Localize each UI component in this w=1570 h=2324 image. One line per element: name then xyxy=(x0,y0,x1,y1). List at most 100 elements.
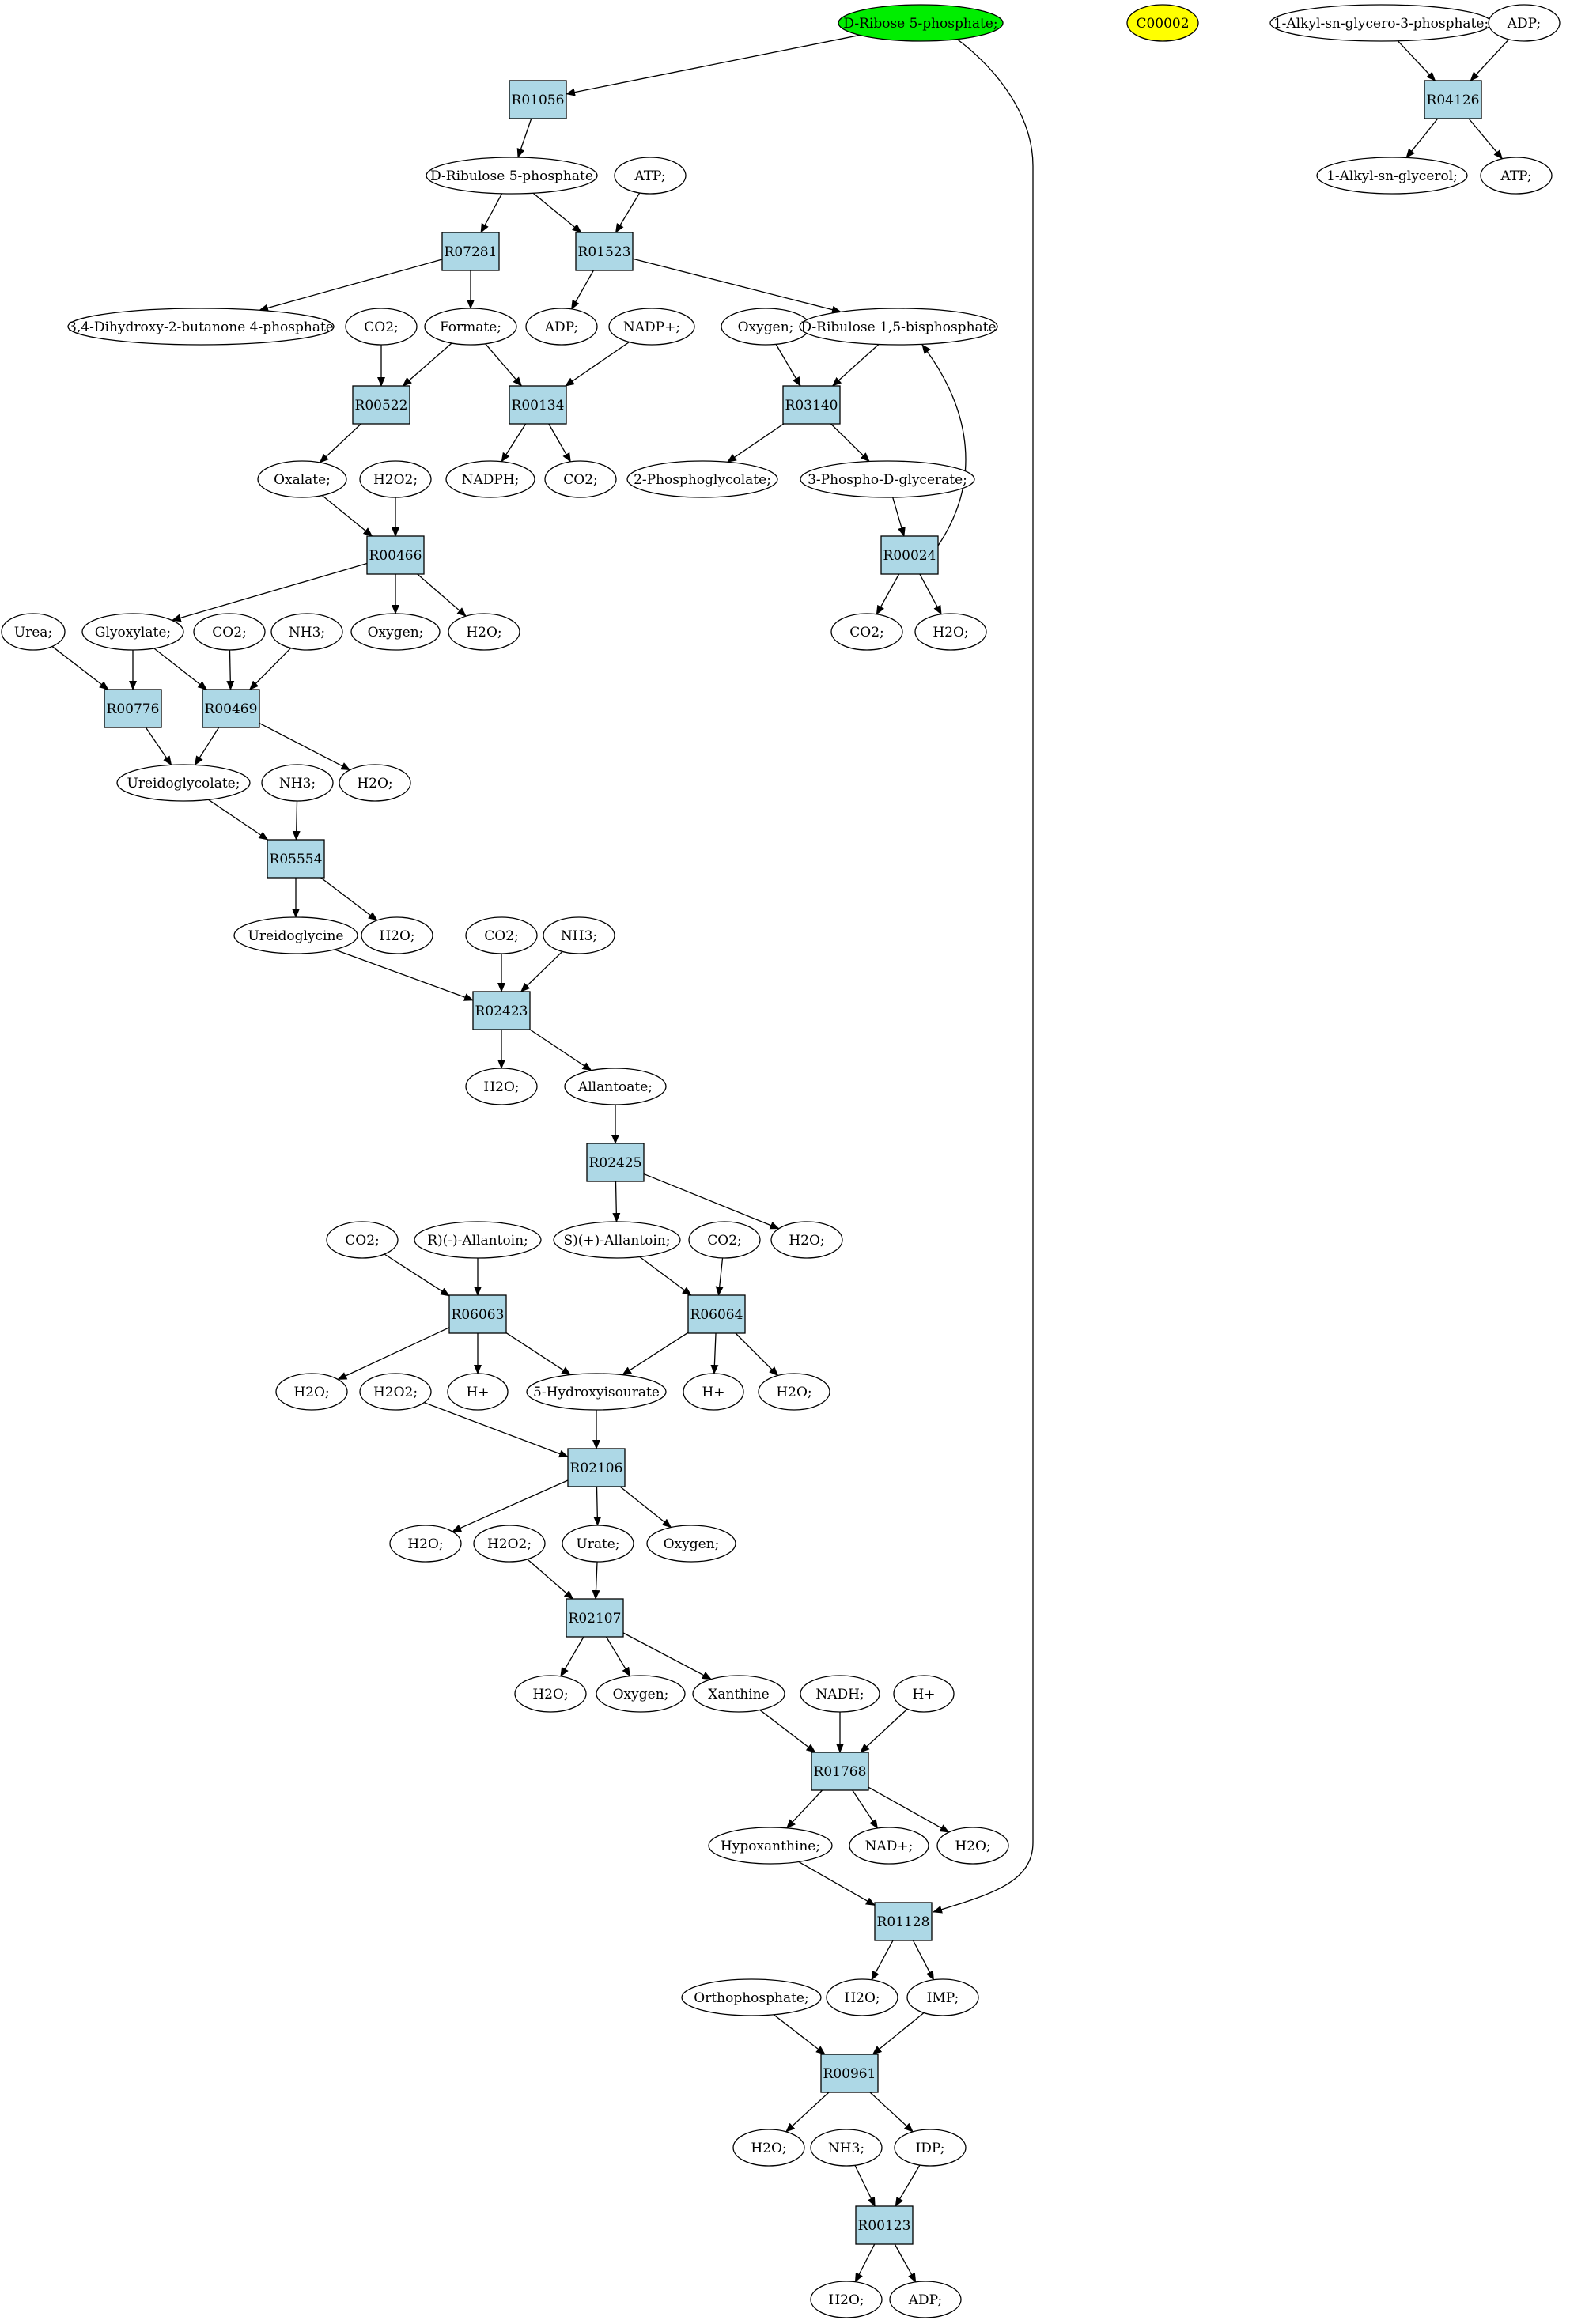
edge-R01768-to-nad xyxy=(852,1789,879,1829)
compound-node-oxygen3[interactable]: Oxygen; xyxy=(646,1525,736,1563)
compound-node-h2o2-a[interactable]: H2O2; xyxy=(359,460,432,498)
compound-label: NH3; xyxy=(289,625,325,641)
reaction-node-r05554[interactable]: R05554 xyxy=(267,839,325,879)
compound-node-oxygen1[interactable]: Oxygen; xyxy=(721,308,811,346)
compound-node-hplus-a[interactable]: H+ xyxy=(447,1373,509,1411)
reaction-node-r00522[interactable]: R00522 xyxy=(352,385,410,425)
compound-node-co2-e[interactable]: CO2; xyxy=(465,916,538,954)
reaction-node-r01768[interactable]: R01768 xyxy=(811,1752,869,1791)
reaction-node-r01128[interactable]: R01128 xyxy=(874,1902,933,1941)
compound-node-urate[interactable]: Urate; xyxy=(562,1525,634,1563)
compound-node-ureidoglycine[interactable]: Ureidoglycine xyxy=(233,916,358,954)
reaction-box xyxy=(687,1294,746,1334)
compound-node-hplus-c[interactable]: H+ xyxy=(893,1675,955,1713)
compound-node-adp1[interactable]: ADP; xyxy=(525,308,598,346)
compound-node-co2-g[interactable]: CO2; xyxy=(688,1221,761,1259)
reaction-node-r07281[interactable]: R07281 xyxy=(441,232,500,271)
compound-node-formate[interactable]: Formate; xyxy=(424,308,517,346)
reaction-node-r02107[interactable]: R02107 xyxy=(566,1598,624,1638)
reaction-node-r06064[interactable]: R06064 xyxy=(687,1294,746,1334)
reaction-node-r06063[interactable]: R06063 xyxy=(448,1294,507,1334)
reaction-node-r00776[interactable]: R00776 xyxy=(104,689,162,728)
compound-node-h2o-b[interactable]: H2O; xyxy=(914,613,987,651)
reaction-node-r04126[interactable]: R04126 xyxy=(1424,80,1482,119)
compound-node-h2o-k[interactable]: H2O; xyxy=(936,1827,1009,1865)
compound-node-oxalate[interactable]: Oxalate; xyxy=(257,460,347,498)
compound-node-ribulose15bp[interactable]: D-Ribulose 1,5-bisphosphate xyxy=(799,308,998,346)
reaction-node-r01056[interactable]: R01056 xyxy=(509,80,567,119)
compound-node-h2o-g[interactable]: H2O; xyxy=(275,1373,348,1411)
compound-node-h2o-e[interactable]: H2O; xyxy=(465,1068,538,1105)
compound-node-ureidoglycolate[interactable]: Ureidoglycolate; xyxy=(116,764,251,802)
compound-node-glyoxylate[interactable]: Glyoxylate; xyxy=(81,613,184,651)
compound-node-hypoxanthine[interactable]: Hypoxanthine; xyxy=(708,1827,833,1865)
edge-R00134-to-nadph xyxy=(501,423,527,463)
compound-node-h2o-m[interactable]: H2O; xyxy=(732,2129,805,2167)
compound-node-hplus-b[interactable]: H+ xyxy=(683,1373,744,1411)
compound-node-dihydroxybutanone[interactable]: 3,4-Dihydroxy-2-butanone 4-phosphate xyxy=(67,308,335,346)
compound-node-nadp[interactable]: NADP+; xyxy=(608,308,695,346)
compound-node-nh3-a[interactable]: NH3; xyxy=(270,613,343,651)
compound-node-urea[interactable]: Urea; xyxy=(1,613,66,651)
compound-node-xanthine[interactable]: Xanthine xyxy=(692,1675,785,1713)
compound-node-h2o-i[interactable]: H2O; xyxy=(389,1525,462,1563)
reaction-node-r02425[interactable]: R02425 xyxy=(586,1143,645,1182)
compound-node-phosphoglycolate[interactable]: 2-Phosphoglycolate; xyxy=(626,460,778,498)
compound-node-atp-top[interactable]: ATP; xyxy=(1480,157,1553,195)
compound-node-h2o-f[interactable]: H2O; xyxy=(770,1221,843,1259)
reaction-node-r02423[interactable]: R02423 xyxy=(472,991,531,1030)
compound-node-orthophosphate[interactable]: Orthophosphate; xyxy=(681,1978,822,2016)
reaction-box xyxy=(509,385,567,425)
compound-node-hydroxyisourate[interactable]: 5-Hydroxyisourate xyxy=(526,1373,667,1411)
reaction-node-r00123[interactable]: R00123 xyxy=(855,2205,914,2245)
reaction-node-r03140[interactable]: R03140 xyxy=(782,385,841,425)
compound-node-ribulose5p[interactable]: D-Ribulose 5-phosphate xyxy=(426,157,598,195)
edge-R00466-to-h2o_a xyxy=(417,573,467,617)
compound-node-nh3-c[interactable]: NH3; xyxy=(543,916,615,954)
compound-node-nad[interactable]: NAD+; xyxy=(849,1827,929,1865)
compound-node-co2-f[interactable]: CO2; xyxy=(326,1221,399,1259)
compound-label: IMP; xyxy=(927,1990,959,2006)
compound-node-phosphoglycerate[interactable]: 3-Phospho-D-glycerate; xyxy=(800,460,975,498)
compound-ellipse xyxy=(426,157,598,195)
compound-node-h2o2-b[interactable]: H2O2; xyxy=(359,1373,432,1411)
compound-node-co2-c[interactable]: CO2; xyxy=(193,613,266,651)
compound-node-co2-a[interactable]: CO2; xyxy=(345,308,418,346)
reaction-node-r00469[interactable]: R00469 xyxy=(202,689,260,728)
compound-node-h2o-h[interactable]: H2O; xyxy=(758,1373,830,1411)
compound-node-nh3-d[interactable]: NH3; xyxy=(810,2129,883,2167)
compound-node-s-allantoin[interactable]: S)(+)-Allantoin; xyxy=(553,1221,681,1259)
compound-node-h2o-c[interactable]: H2O; xyxy=(339,764,411,802)
compound-node-nh3-b[interactable]: NH3; xyxy=(261,764,334,802)
compound-node-nadph[interactable]: NADPH; xyxy=(445,460,535,498)
compound-node-nadh[interactable]: NADH; xyxy=(800,1675,880,1713)
reaction-node-r01523[interactable]: R01523 xyxy=(575,232,634,271)
reaction-node-r00134[interactable]: R00134 xyxy=(509,385,567,425)
compound-node-oxygen2[interactable]: Oxygen; xyxy=(350,613,441,651)
compound-label: ADP; xyxy=(908,2292,942,2308)
compound-node-h2o-n[interactable]: H2O; xyxy=(810,2281,883,2318)
compound-node-oxygen4[interactable]: Oxygen; xyxy=(596,1675,686,1713)
compound-node-r-allantoin[interactable]: R)(-)-Allantoin; xyxy=(414,1221,542,1259)
compound-node-alkylglycerol[interactable]: 1-Alkyl-sn-glycerol; xyxy=(1316,157,1468,195)
compound-node-allantoate[interactable]: Allantoate; xyxy=(564,1068,667,1105)
compound-node-imp[interactable]: IMP; xyxy=(906,1978,979,2016)
compound-node-h2o-j[interactable]: H2O; xyxy=(514,1675,587,1713)
compound-node-idp[interactable]: IDP; xyxy=(894,2129,967,2167)
compound-node-h2o-a[interactable]: H2O; xyxy=(448,613,520,651)
compound-node-co2-d[interactable]: CO2; xyxy=(830,613,903,651)
reaction-node-r00466[interactable]: R00466 xyxy=(366,535,425,575)
reaction-node-r00024[interactable]: R00024 xyxy=(880,535,939,575)
compound-node-adp-top[interactable]: ADP; xyxy=(1488,4,1561,42)
compound-node-co2-b[interactable]: CO2; xyxy=(544,460,617,498)
compound-node-h2o-d[interactable]: H2O; xyxy=(361,916,433,954)
compound-node-atp1[interactable]: ATP; xyxy=(614,157,687,195)
compound-node-ribose5p[interactable]: D-Ribose 5-phosphate; xyxy=(838,4,1004,42)
compound-node-h2o-l[interactable]: H2O; xyxy=(826,1978,898,2016)
compound-node-h2o2-c[interactable]: H2O2; xyxy=(473,1525,546,1563)
compound-node-c00002[interactable]: C00002 xyxy=(1126,4,1199,42)
compound-node-adp-last[interactable]: ADP; xyxy=(889,2281,962,2318)
compound-node-alkylglycero3p[interactable]: 1-Alkyl-sn-glycero-3-phosphate; xyxy=(1269,4,1492,42)
reaction-node-r00961[interactable]: R00961 xyxy=(820,2054,879,2093)
reaction-node-r02106[interactable]: R02106 xyxy=(567,1448,626,1487)
